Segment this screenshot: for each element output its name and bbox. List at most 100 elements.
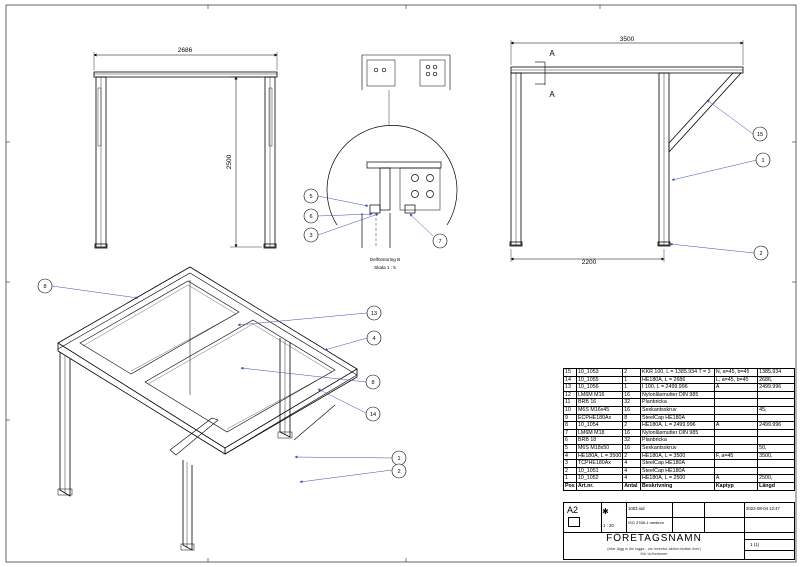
bom-cell-pos: 3 bbox=[563, 459, 577, 468]
dim-front-height: 2500 bbox=[226, 154, 233, 169]
bom-cell-pos: 5 bbox=[563, 443, 577, 453]
balloon-2: 2 bbox=[759, 251, 762, 257]
bom-cell-antal: 32 bbox=[622, 398, 642, 407]
bom-cell-beskrivning: Planbricka bbox=[640, 436, 715, 445]
bom-header-artnr: Art.nr. bbox=[575, 481, 624, 491]
bom-header-langd: Längd bbox=[757, 481, 795, 491]
bom-cell-pos: 7 bbox=[563, 428, 577, 438]
bom-cell-langd: 1385.934 bbox=[757, 368, 795, 377]
detail-scale: Skala 1 : 5 bbox=[374, 265, 396, 270]
side-margin-text bbox=[2, 430, 8, 560]
bom-cell-artnr: 10_1052 bbox=[575, 474, 624, 483]
bom-cell-antal: 4 bbox=[622, 459, 642, 468]
bom-cell-beskrivning: KKR 100, L = 1385.934 T = 3 bbox=[640, 368, 715, 377]
drawing-date: 2022-08-04 12:47 bbox=[746, 506, 780, 511]
bom-cell-antal: 2 bbox=[622, 421, 642, 430]
bom-cell-pos: 6 bbox=[563, 436, 577, 445]
bom-cell-pos: 4 bbox=[563, 451, 577, 461]
border-ticks bbox=[6, 5, 796, 562]
bom-cell-artnr: BRB 18 bbox=[575, 436, 624, 445]
bom-cell-antal: 1 bbox=[622, 383, 642, 392]
bom-cell-artnr: LM6M M18 bbox=[575, 428, 624, 438]
bom-cell-kaptyp bbox=[713, 459, 759, 468]
section-label-bottom: A bbox=[549, 90, 555, 99]
balloon-14: 14 bbox=[370, 412, 376, 418]
file-name: 1053.iod bbox=[628, 506, 645, 511]
bom-cell-pos: 8 bbox=[563, 421, 577, 430]
bom-cell-artnr: BRB 16 bbox=[575, 398, 624, 407]
sheet-border bbox=[5, 4, 797, 563]
company-name: FÖRETAGSNAMN bbox=[606, 533, 702, 544]
logo-note: (eller lägg in din logga - via Inventor-… bbox=[607, 547, 701, 556]
bom-cell-antal: 2 bbox=[622, 451, 642, 461]
bom-cell-pos: 1 bbox=[563, 474, 577, 483]
balloon-5: 5 bbox=[309, 194, 312, 200]
bom-cell-kaptyp bbox=[713, 413, 759, 423]
balloon-15: 15 bbox=[757, 132, 763, 138]
bom-cell-langd: 50, bbox=[757, 443, 795, 453]
bom-cell-beskrivning: Planbricka bbox=[640, 398, 715, 407]
bom-cell-kaptyp: A bbox=[713, 474, 759, 483]
sheet-size: A2 bbox=[567, 505, 579, 515]
bom-cell-langd bbox=[757, 390, 795, 400]
bom-cell-antal: 16 bbox=[622, 405, 642, 415]
dim-side-width: 3500 bbox=[620, 36, 635, 43]
balloon-1b: 1 bbox=[397, 456, 400, 462]
bom-cell-langd bbox=[757, 398, 795, 407]
bom-cell-antal: 16 bbox=[622, 390, 642, 400]
bom-cell-kaptyp bbox=[713, 428, 759, 438]
dim-side-bottom: 2200 bbox=[582, 259, 597, 266]
balloon-13: 13 bbox=[371, 311, 377, 317]
detail-title: Delförstoring B bbox=[370, 257, 400, 262]
bom-cell-pos: 12 bbox=[563, 390, 577, 400]
bom-cell-antal: 16 bbox=[622, 443, 642, 453]
bom-cell-antal: 32 bbox=[622, 436, 642, 445]
sheet-number: 1 (1) bbox=[750, 542, 760, 547]
balloon-8a: 8 bbox=[43, 284, 46, 290]
balloon-4: 4 bbox=[372, 336, 375, 342]
bom-header-kaptyp: Kaptyp bbox=[713, 481, 759, 491]
bom-cell-artnr: TCPHE180Ax bbox=[575, 459, 624, 468]
bom-header-pos: Pos bbox=[563, 481, 577, 491]
balloon-7: 7 bbox=[438, 239, 441, 245]
bom-cell-beskrivning: SteelCap HE180A bbox=[640, 459, 715, 468]
bom-cell-langd bbox=[757, 413, 795, 423]
bom-cell-kaptyp bbox=[713, 436, 759, 445]
bom-cell-antal: 4 bbox=[622, 474, 642, 483]
bom-cell-langd: 3500, bbox=[757, 451, 795, 461]
bom-header-row: Pos Art.nr. Antal Beskrivning Kaptyp Län… bbox=[563, 481, 795, 491]
bom-cell-artnr: 10_1054 bbox=[575, 421, 624, 430]
leaders bbox=[51, 99, 758, 484]
bom-cell-langd: 2686, bbox=[757, 375, 795, 385]
bom-cell-langd: 2500, bbox=[757, 474, 795, 483]
bom-cell-pos: 10 bbox=[563, 405, 577, 415]
bom-cell-kaptyp: A bbox=[713, 421, 759, 430]
bom-cell-artnr: 10_1051 bbox=[575, 466, 624, 476]
balloon-8b: 8 bbox=[371, 380, 374, 386]
logo-icon: ✱ bbox=[602, 507, 609, 516]
bom-cell-langd bbox=[757, 466, 795, 476]
bom-cell-artnr: 10_1056 bbox=[575, 383, 624, 392]
bom-cell-kaptyp: F, a=45 bbox=[713, 451, 759, 461]
bom-cell-antal: 1 bbox=[622, 375, 642, 385]
bom-cell-pos: 9 bbox=[563, 413, 577, 423]
bom-cell-beskrivning: I 100, L = 2499.996 bbox=[640, 383, 715, 392]
bom-cell-langd bbox=[757, 459, 795, 468]
bom-cell-kaptyp bbox=[713, 390, 759, 400]
balloon-1: 1 bbox=[761, 158, 764, 164]
iso-view bbox=[57, 266, 358, 551]
